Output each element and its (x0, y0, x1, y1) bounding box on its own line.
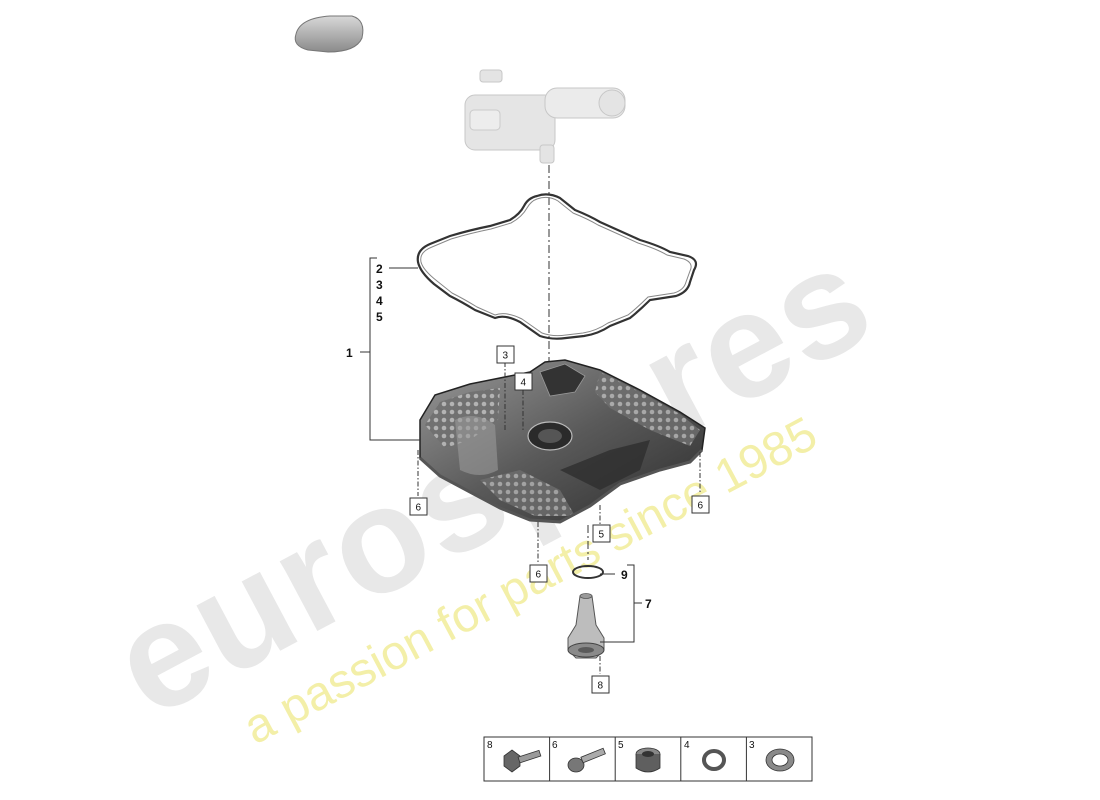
boxed-ref-6-right[interactable]: 6 (691, 495, 710, 514)
drain-plug-assembly[interactable] (567, 565, 605, 659)
boxed-ref-6-left[interactable]: 6 (409, 497, 428, 516)
plug-icon (635, 747, 661, 773)
callout-3: 3 (376, 278, 383, 292)
bolt-flange-icon (503, 749, 542, 773)
legend-num-4: 4 (684, 740, 690, 751)
boxed-ref-8[interactable]: 8 (591, 675, 610, 694)
callout-7: 7 (645, 597, 652, 611)
oil-pan-gasket[interactable] (416, 193, 698, 340)
o-ring-seal[interactable] (572, 565, 604, 579)
callout-1: 1 (346, 346, 353, 360)
sleeve-icon (765, 748, 795, 772)
callout-5: 5 (376, 310, 383, 324)
boxed-ref-4-label: 4 (521, 378, 527, 389)
callout-9: 9 (621, 568, 628, 582)
legend-cell-6[interactable]: 6 (552, 740, 606, 773)
boxed-ref-6-bottom[interactable]: 6 (529, 564, 548, 583)
boxed-ref-5[interactable]: 5 (592, 524, 611, 543)
legend-cell-4[interactable]: 4 (684, 740, 726, 771)
fastener-legend: 8 6 5 4 (483, 736, 813, 782)
legend-cell-8[interactable]: 8 (487, 740, 542, 773)
callout-2: 2 (376, 262, 383, 276)
callout-4: 4 (376, 294, 383, 308)
boxed-ref-6-bottom-label: 6 (536, 570, 542, 581)
boxed-ref-8-label: 8 (598, 681, 604, 692)
oil-pump-unit[interactable] (464, 69, 626, 164)
callout-numbers: 2 3 4 5 1 9 7 (346, 262, 652, 611)
oil-pan[interactable] (418, 359, 706, 524)
boxed-ref-5-label: 5 (599, 530, 605, 541)
legend-num-8: 8 (487, 740, 493, 751)
legend-cell-3[interactable]: 3 (749, 740, 795, 772)
bolt-round-head-icon (567, 747, 606, 773)
boxed-ref-6-right-label: 6 (698, 501, 704, 512)
bracket-item-7 (600, 564, 642, 643)
boxed-ref-3[interactable]: 3 (496, 345, 515, 364)
legend-num-3: 3 (749, 740, 755, 751)
legend-num-5: 5 (618, 740, 624, 751)
boxed-ref-4[interactable]: 4 (514, 372, 533, 391)
oil-filler-cap[interactable] (294, 15, 364, 53)
boxed-ref-6-left-label: 6 (416, 503, 422, 514)
legend-cell-5[interactable]: 5 (618, 740, 661, 773)
boxed-refs: 3 4 6 6 5 6 8 (409, 345, 710, 694)
boxed-ref-3-label: 3 (503, 351, 509, 362)
bracket-item-1 (360, 257, 420, 441)
leader-lines (417, 362, 701, 674)
legend-num-6: 6 (552, 740, 558, 751)
ring-seal-icon (702, 749, 726, 771)
